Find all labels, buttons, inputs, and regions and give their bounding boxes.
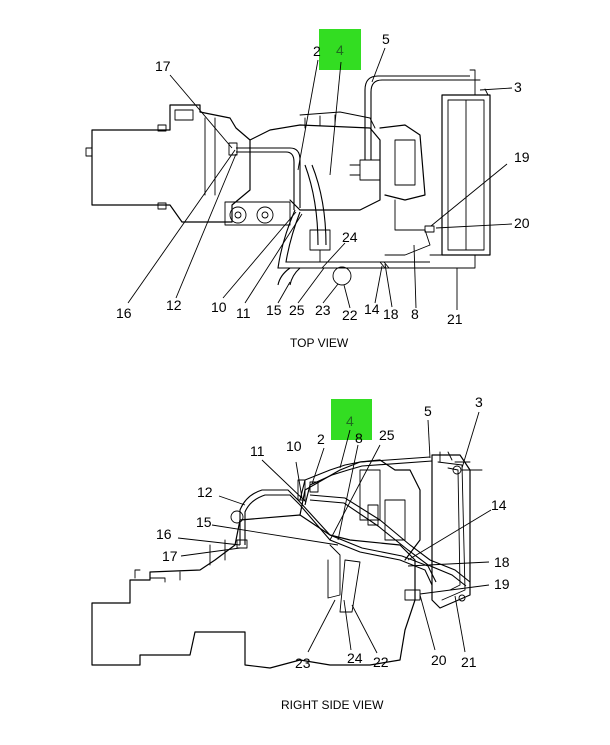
callout-14: 14 xyxy=(364,301,380,317)
callout-2: 2 xyxy=(317,431,325,447)
callout-18: 18 xyxy=(383,306,399,322)
callout-21: 21 xyxy=(447,311,463,327)
callout-10: 10 xyxy=(286,438,302,454)
callout-2: 2 xyxy=(313,43,321,59)
callout-24: 24 xyxy=(342,229,358,245)
top-view-caption: TOP VIEW xyxy=(290,336,349,350)
callout-3: 3 xyxy=(475,394,483,410)
callout-25: 25 xyxy=(289,302,305,318)
callout-5: 5 xyxy=(424,403,432,419)
callout-25: 25 xyxy=(379,427,395,443)
side-view-callouts: 4 3 5 2 8 25 11 10 12 14 15 16 17 18 19 … xyxy=(156,394,510,671)
callout-14: 14 xyxy=(491,497,507,513)
callout-3: 3 xyxy=(514,79,522,95)
callout-8: 8 xyxy=(411,306,419,322)
callout-17: 17 xyxy=(155,58,171,74)
callout-11: 11 xyxy=(236,305,251,321)
callout-20: 20 xyxy=(514,215,530,231)
callout-19: 19 xyxy=(514,149,530,165)
callout-12: 12 xyxy=(166,297,182,313)
callout-4: 4 xyxy=(336,42,344,58)
callout-18: 18 xyxy=(494,554,510,570)
highlight-box-top xyxy=(319,29,361,70)
callout-22: 22 xyxy=(373,654,389,670)
highlight-box-side xyxy=(331,399,372,440)
side-view-leader-lines xyxy=(177,411,492,654)
callout-8: 8 xyxy=(355,430,363,446)
callout-23: 23 xyxy=(295,655,311,671)
callout-21: 21 xyxy=(461,654,477,670)
callout-20: 20 xyxy=(431,652,447,668)
callout-11: 11 xyxy=(250,443,265,459)
callout-22: 22 xyxy=(342,307,358,323)
callout-23: 23 xyxy=(315,302,331,318)
callout-4: 4 xyxy=(346,413,354,429)
callout-15: 15 xyxy=(266,302,282,318)
callout-15: 15 xyxy=(196,514,212,530)
callout-17: 17 xyxy=(162,548,178,564)
top-view-drawing xyxy=(85,69,491,286)
callout-24: 24 xyxy=(347,650,363,666)
callout-16: 16 xyxy=(116,305,132,321)
callout-5: 5 xyxy=(382,31,390,47)
right-side-view: 4 3 5 2 8 25 11 10 12 14 15 16 17 18 19 … xyxy=(91,394,510,712)
top-view-callouts: 2 4 5 3 17 19 20 24 16 12 10 11 15 25 23… xyxy=(116,31,530,327)
callout-19: 19 xyxy=(494,576,510,592)
callout-10: 10 xyxy=(211,299,227,315)
top-view-leader-lines xyxy=(127,47,513,310)
callout-16: 16 xyxy=(156,526,172,542)
top-view: 2 4 5 3 17 19 20 24 16 12 10 11 15 25 23… xyxy=(85,29,530,350)
callout-12: 12 xyxy=(197,484,213,500)
side-view-caption: RIGHT SIDE VIEW xyxy=(281,698,384,712)
